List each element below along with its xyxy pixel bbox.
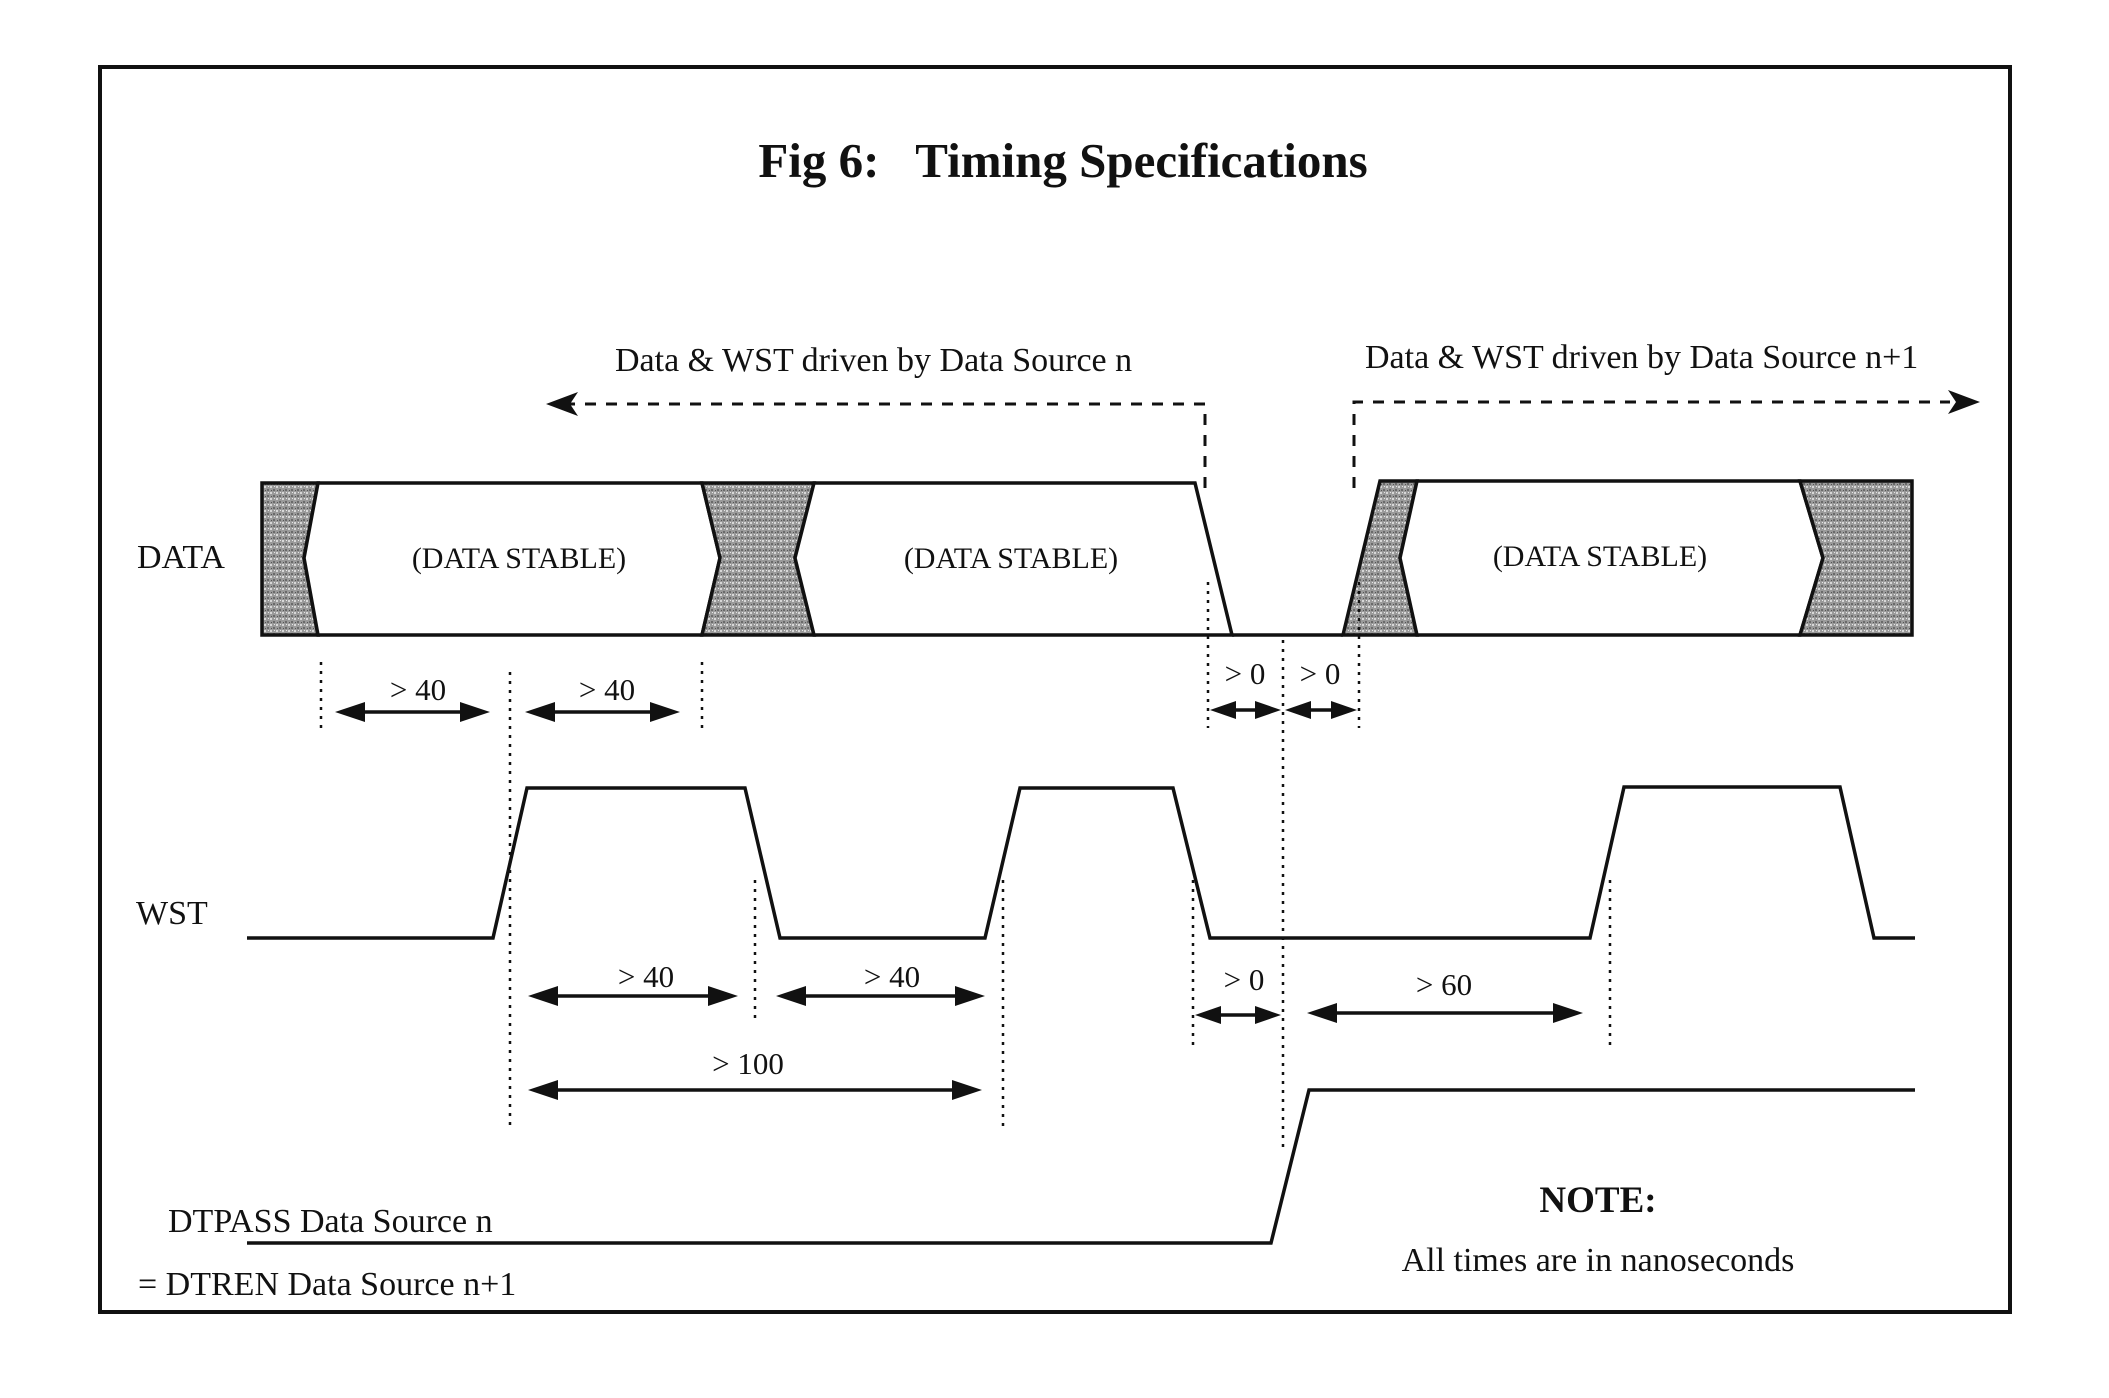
- signal-label-wst: WST: [136, 895, 208, 932]
- drive-arrow-source-n: [546, 392, 1207, 488]
- data-stable-label: (DATA STABLE): [1493, 540, 1707, 573]
- dtpass-waveform: [247, 1088, 1915, 1245]
- measurement-arrows: [335, 701, 1583, 1100]
- data-waveform: [260, 479, 1914, 637]
- drive-label-source-n1: Data & WST driven by Data Source n+1: [1365, 339, 1918, 376]
- measurement-label: > 40: [390, 672, 446, 707]
- measurement-label: > 40: [864, 959, 920, 994]
- note-heading: NOTE:: [1539, 1180, 1656, 1221]
- data-stable-label: (DATA STABLE): [904, 542, 1118, 575]
- signal-label-data: DATA: [137, 539, 225, 576]
- data-transition-shade: [1797, 479, 1914, 637]
- wst-waveform: [247, 785, 1915, 940]
- measurement-label: > 40: [579, 672, 635, 707]
- figure-title: Fig 6: Timing Specifications: [758, 133, 1367, 188]
- drive-arrow-source-n1: [1352, 390, 1980, 488]
- measurement-label: > 0: [1225, 656, 1266, 691]
- signal-label-dtpass: DTPASS Data Source n: [168, 1203, 493, 1240]
- drive-label-source-n: Data & WST driven by Data Source n: [615, 342, 1132, 379]
- measurement-label: > 0: [1300, 656, 1341, 691]
- measurement-label: > 40: [618, 959, 674, 994]
- measurement-label: > 0: [1224, 962, 1265, 997]
- reference-lines: [319, 582, 1612, 1148]
- note-text: All times are in nanoseconds: [1402, 1242, 1795, 1279]
- signal-label-dtren: = DTREN Data Source n+1: [138, 1266, 516, 1303]
- figure-frame: [98, 65, 2012, 1314]
- data-stable-label: (DATA STABLE): [412, 542, 626, 575]
- data-stable-window: [793, 481, 1235, 637]
- measurement-label: > 100: [712, 1046, 784, 1081]
- measurement-label: > 60: [1416, 967, 1472, 1002]
